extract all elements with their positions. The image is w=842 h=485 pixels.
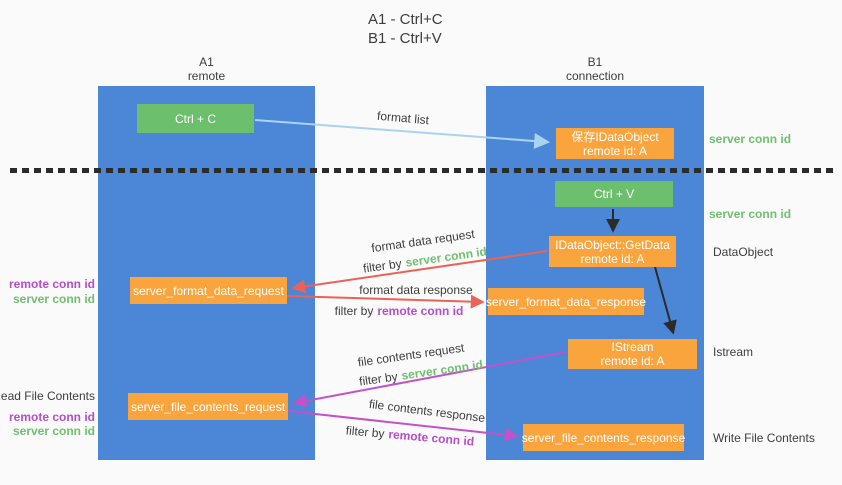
filter-by-text: filter by — [345, 423, 386, 441]
save-dataobject-line1: 保存IDataObject — [571, 129, 659, 144]
server-format-data-response-label: server_format_data_response — [485, 294, 647, 309]
lane-b1-name: B1 — [587, 55, 603, 69]
ctrl-c-box: Ctrl + C — [137, 104, 254, 133]
server-conn-id-annotation-1: server conn id — [12, 292, 95, 306]
getdata-line1: IDataObject::GetData — [555, 237, 670, 252]
read-file-contents-annotation: Read File Contents — [0, 389, 95, 403]
title-line-1: A1 - Ctrl+C — [368, 11, 443, 28]
filter-by-text: filter by — [362, 256, 403, 276]
lane-a1-name: A1 — [199, 55, 214, 69]
dotted-divider — [10, 168, 834, 173]
istream-box: IStream remote id: A — [568, 339, 697, 369]
server-format-data-request-box: server_format_data_request — [130, 277, 287, 304]
server-file-contents-request-label: server_file_contents_request — [130, 399, 286, 414]
save-dataobject-line2: remote id: A — [582, 143, 648, 158]
ctrl-c-label: Ctrl + C — [174, 111, 216, 126]
getdata-line2: remote id: A — [580, 251, 645, 266]
remote-conn-id-text: remote conn id — [377, 304, 464, 318]
lane-a1-subtitle: remote — [187, 69, 226, 83]
istream-annotation: Istream — [713, 345, 754, 359]
remote-conn-id-annotation-1: remote conn id — [8, 277, 95, 291]
format-data-response-label: format data response — [359, 283, 473, 297]
lane-header-a1: A1 remote — [98, 55, 315, 83]
server-file-contents-response-label: server_file_contents_response — [521, 430, 686, 445]
diagram-title: A1 - Ctrl+C B1 - Ctrl+V — [368, 10, 443, 48]
lane-b1-subtitle: connection — [565, 69, 625, 83]
filter-by-text: filter by — [334, 304, 374, 318]
dataobject-annotation: DataObject — [713, 245, 774, 259]
format-list-label: format list — [376, 108, 430, 128]
remote-conn-id-annotation-2: remote conn id — [8, 410, 95, 424]
server-conn-id-annotation-2: server conn id — [12, 424, 95, 438]
server-format-data-request-label: server_format_data_request — [133, 283, 284, 298]
server-format-data-response-box: server_format_data_response — [485, 288, 647, 315]
server-file-contents-request-box: server_file_contents_request — [128, 393, 288, 420]
save-dataobject-box: 保存IDataObject remote id: A — [556, 128, 674, 159]
title-line-2: B1 - Ctrl+V — [368, 30, 442, 47]
server-file-contents-response-box: server_file_contents_response — [521, 424, 686, 451]
lane-header-b1: B1 connection — [486, 55, 704, 83]
server-conn-id-annotation-top: server conn id — [709, 132, 792, 146]
ctrl-v-label: Ctrl + V — [593, 187, 635, 201]
remote-conn-id-text: remote conn id — [387, 427, 475, 449]
ctrl-v-box: Ctrl + V — [555, 181, 673, 207]
write-file-contents-annotation: Write File Contents — [713, 431, 815, 445]
file-contents-response-label: file contents response — [368, 396, 486, 426]
getdata-box: IDataObject::GetData remote id: A — [549, 236, 676, 267]
istream-line2: remote id: A — [600, 354, 665, 368]
istream-line1: IStream — [611, 340, 654, 354]
filter-by-text: filter by — [358, 369, 399, 389]
server-conn-id-annotation-mid: server conn id — [709, 207, 792, 221]
